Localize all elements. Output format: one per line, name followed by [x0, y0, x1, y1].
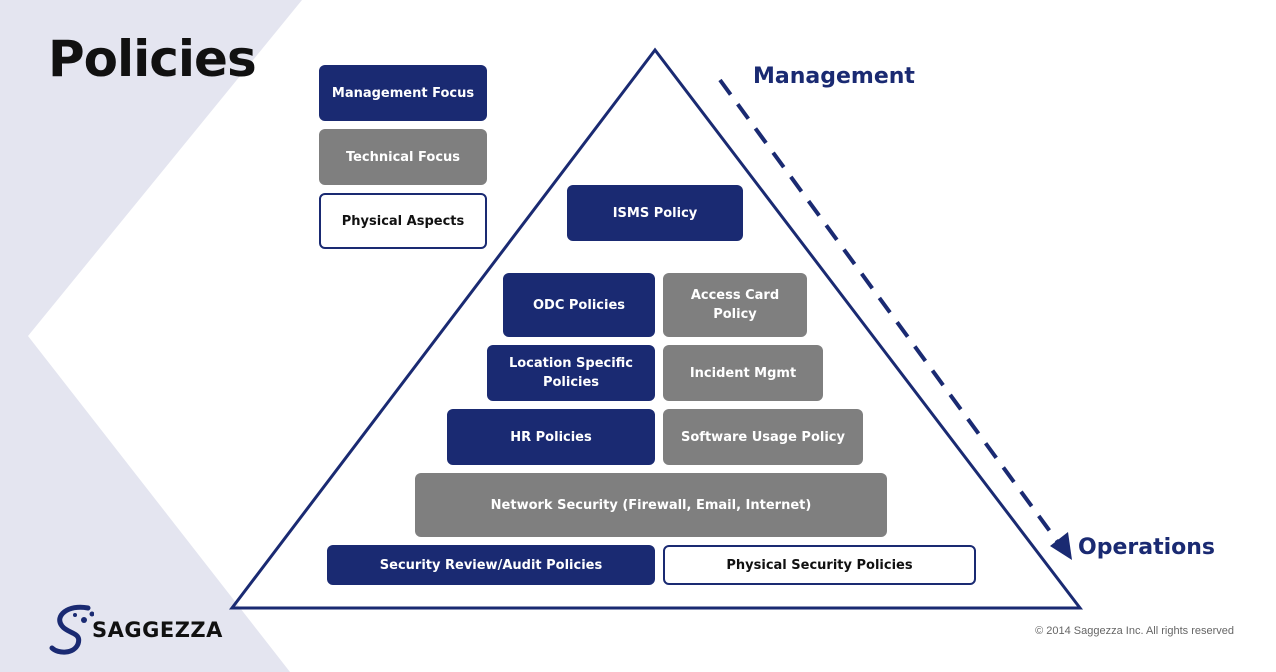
management-label: Management: [753, 64, 915, 89]
saggezza-logo: SAGGEZZA: [48, 602, 248, 658]
location-specific-policies-label: Location Specific Policies: [508, 356, 634, 390]
operations-label: Operations: [1078, 535, 1215, 560]
legend-management-focus: Management Focus: [319, 65, 487, 121]
odc-policies-box: ODC Policies: [503, 273, 655, 337]
saggezza-logo-icon: [49, 604, 94, 655]
arrow-head-icon: [1050, 532, 1072, 560]
physical-security-policies-box: Physical Security Policies: [663, 545, 976, 585]
incident-mgmt-box: Incident Mgmt: [663, 345, 823, 401]
logo-text: SAGGEZZA: [92, 618, 223, 642]
legend-technical-focus: Technical Focus: [319, 129, 487, 185]
pyramid-outline: [228, 47, 1084, 610]
location-specific-policies-box: Location Specific Policies: [487, 345, 655, 401]
page-title: Policies: [48, 30, 257, 88]
background-chevron-band: [0, 0, 302, 672]
isms-policy-box: ISMS Policy: [567, 185, 743, 241]
hr-policies-box: HR Policies: [447, 409, 655, 465]
copyright-text: © 2014 Saggezza Inc. All rights reserved: [1035, 625, 1234, 637]
security-review-audit-policies-box: Security Review/Audit Policies: [327, 545, 655, 585]
software-usage-policy-box: Software Usage Policy: [663, 409, 863, 465]
management-operations-arrow-line: [718, 78, 1062, 547]
legend-physical-aspects: Physical Aspects: [319, 193, 487, 249]
access-card-policy-label: Access Card Policy: [690, 288, 780, 322]
network-security-box: Network Security (Firewall, Email, Inter…: [415, 473, 887, 537]
access-card-policy-box: Access Card Policy: [663, 273, 807, 337]
